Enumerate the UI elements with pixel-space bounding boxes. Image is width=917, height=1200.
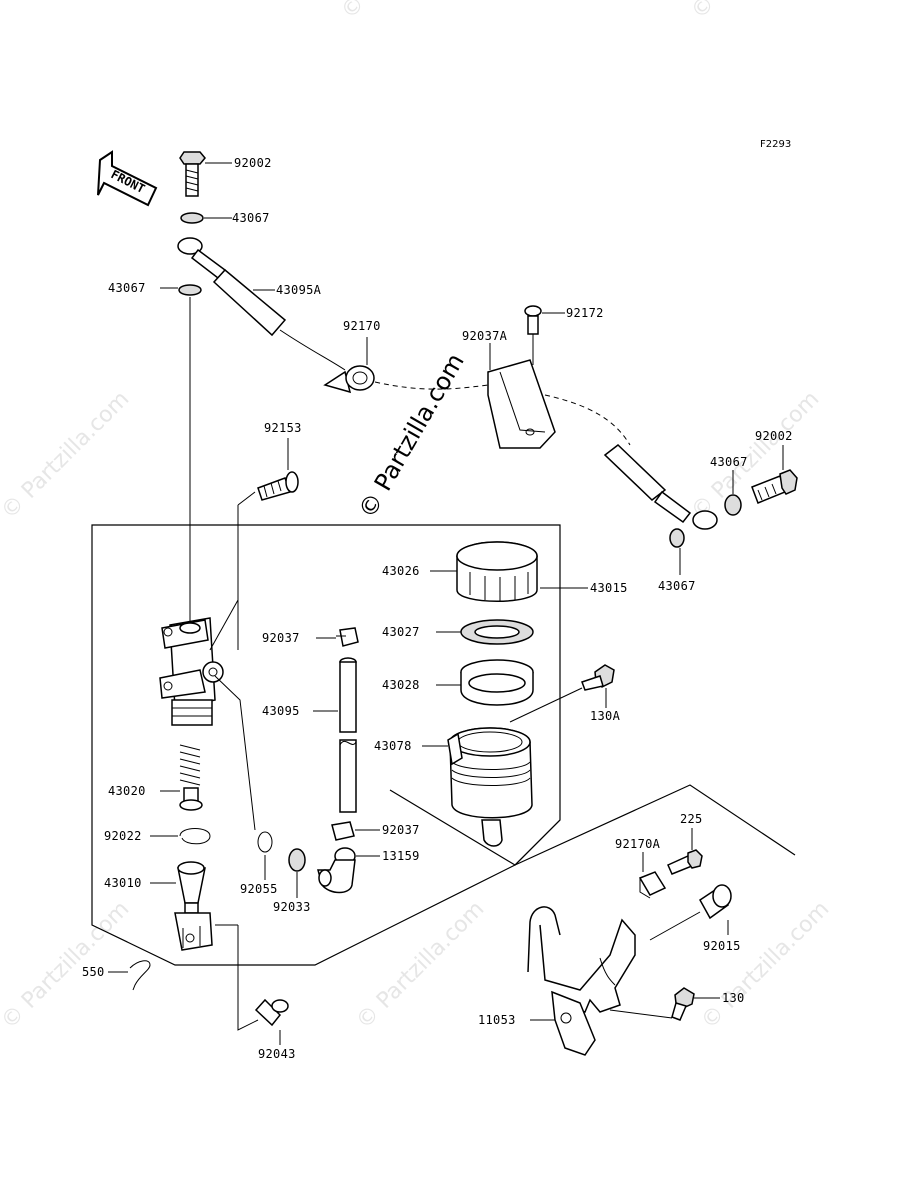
label-43010: 43010 — [104, 876, 142, 890]
front-arrow-icon: FRONT — [97, 150, 158, 207]
washer-left — [178, 284, 202, 296]
watermark: © Partzilla.com — [352, 897, 490, 1035]
pedal-bolt — [671, 987, 695, 1021]
banjo-bolt-right — [751, 469, 798, 504]
hose-clip-bottom — [331, 821, 355, 841]
brake-pedal — [527, 906, 636, 1056]
label-11053: 11053 — [478, 1013, 516, 1027]
banjo-bolt-top — [179, 151, 206, 197]
label-13159: 13159 — [382, 849, 420, 863]
label-43026: 43026 — [382, 564, 420, 578]
label-43015: 43015 — [590, 581, 628, 595]
diaphragm — [460, 659, 534, 706]
hose-bracket — [487, 359, 556, 449]
label-92043: 92043 — [258, 1047, 296, 1061]
pushrod-bolt — [257, 471, 299, 501]
label-92002-right: 92002 — [755, 429, 793, 443]
label-43067-left: 43067 — [108, 281, 146, 295]
label-130A: 130A — [590, 709, 621, 723]
watermark: © Partzilla.com — [0, 897, 134, 1035]
watermark: © Partzilla.com — [687, 0, 825, 24]
clamp-bolt — [667, 849, 703, 875]
watermark: © Partzilla.com — [697, 897, 835, 1035]
label-92170: 92170 — [343, 319, 381, 333]
piston-spring — [179, 744, 203, 811]
bracket-frame — [514, 784, 796, 866]
label-92153: 92153 — [264, 421, 302, 435]
hose-clamp-a — [638, 871, 667, 899]
label-43020: 43020 — [108, 784, 146, 798]
o-ring — [257, 831, 273, 853]
master-cylinder-frame — [91, 524, 561, 966]
label-43078: 43078 — [374, 739, 412, 753]
label-43067-top: 43067 — [232, 211, 270, 225]
label-130: 130 — [722, 991, 745, 1005]
brake-hose-upper — [177, 237, 346, 371]
clevis-pin — [254, 998, 289, 1027]
washer-right-2 — [669, 528, 685, 548]
circlip — [179, 828, 211, 845]
label-43027: 43027 — [382, 625, 420, 639]
bracket-bolt — [524, 305, 542, 335]
pushrod — [174, 861, 213, 951]
label-92170A: 92170A — [615, 837, 661, 851]
cotter-pin — [129, 960, 151, 991]
hose-clip-top — [336, 627, 359, 647]
reservoir-cap — [456, 541, 538, 602]
label-43067-right1: 43067 — [710, 455, 748, 469]
label-92002-top: 92002 — [234, 156, 272, 170]
diagram-code: F2293 — [760, 139, 791, 150]
label-550: 550 — [82, 965, 105, 979]
brake-hose-lower — [603, 444, 718, 530]
reservoir-hose — [339, 657, 357, 813]
hose-elbow — [317, 847, 356, 894]
label-92172: 92172 — [566, 306, 604, 320]
label-92037-top: 92037 — [262, 631, 300, 645]
reservoir-bolt — [581, 664, 615, 691]
label-92037-bot: 92037 — [382, 823, 420, 837]
reservoir-tank — [447, 727, 533, 847]
washer-top — [180, 212, 204, 224]
label-92015: 92015 — [703, 939, 741, 953]
watermark: © Partzilla.com — [0, 387, 134, 525]
label-92033: 92033 — [273, 900, 311, 914]
snap-ring — [288, 848, 306, 872]
master-cylinder-body — [159, 617, 224, 726]
label-92037A: 92037A — [462, 329, 508, 343]
hose-clamp — [323, 365, 375, 394]
washer-right-1 — [724, 494, 742, 516]
label-43028: 43028 — [382, 678, 420, 692]
diaphragm-plate — [460, 619, 534, 645]
label-43095A: 43095A — [276, 283, 322, 297]
label-43095: 43095 — [262, 704, 300, 718]
label-92055: 92055 — [240, 882, 278, 896]
label-225: 225 — [680, 812, 703, 826]
watermark: © Partzilla.com — [687, 387, 825, 525]
label-43067-right2: 43067 — [658, 579, 696, 593]
pivot-collar — [699, 884, 732, 920]
label-92022: 92022 — [104, 829, 142, 843]
watermark: © Partzilla.com — [337, 0, 475, 24]
